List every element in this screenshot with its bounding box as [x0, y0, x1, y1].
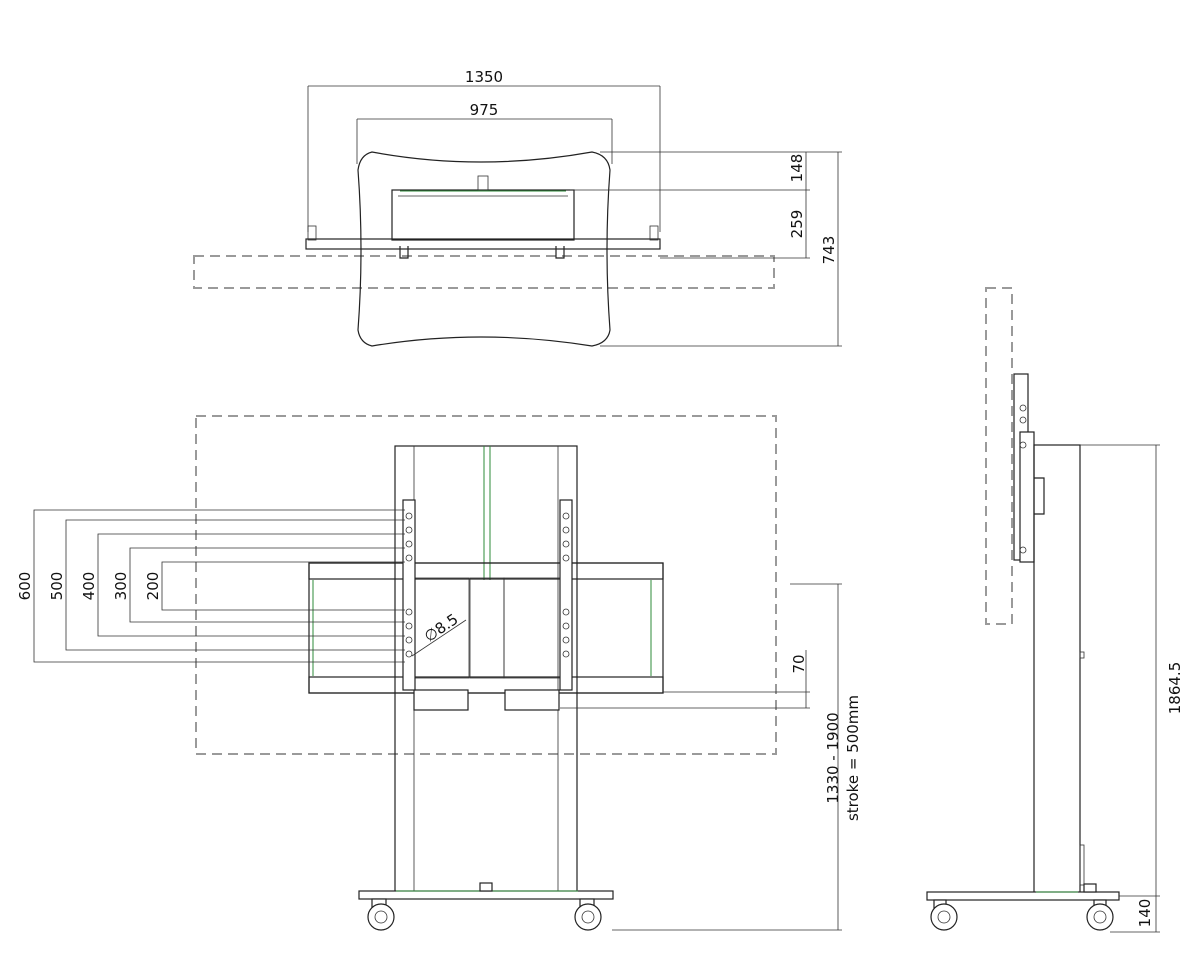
front-view-mount-frame	[308, 562, 664, 694]
dim-stroke: stroke = 500mm	[844, 695, 862, 821]
top-view-head-box	[391, 189, 575, 241]
front-view-bracket-left	[402, 499, 416, 691]
dim-total-height: 1864.5	[1166, 662, 1184, 715]
vesa-dim-200: 200	[144, 572, 162, 601]
side-view-wheel-right	[1086, 899, 1114, 931]
front-view-screen-outline	[195, 415, 777, 755]
dim-height-range: 1330 - 1900	[824, 712, 842, 803]
top-view-rail	[305, 238, 661, 250]
dim-inner-width: 975	[470, 101, 499, 119]
top-view: 1350 975 148 259 743	[193, 68, 842, 347]
front-view-bracket-right	[559, 499, 573, 691]
vesa-dim-600: 600	[16, 572, 34, 601]
front-view: 600 500 400 300 200 ∅8.5 70 1330 - 1900 …	[16, 415, 862, 931]
dim-overall-width: 1350	[465, 68, 503, 86]
vesa-dim-500: 500	[48, 572, 66, 601]
top-view-screen-outline	[193, 255, 775, 289]
side-view: 1864.5 140	[926, 287, 1184, 933]
dim-depth-148: 148	[788, 154, 806, 183]
front-view-base	[358, 890, 614, 900]
vesa-dim-300: 300	[112, 572, 130, 601]
vesa-dim-400: 400	[80, 572, 98, 601]
hole-diameter-label: ∅8.5	[421, 610, 462, 646]
dim-depth-259: 259	[788, 210, 806, 239]
side-view-wheel-left	[930, 899, 958, 931]
front-view-wheel-right	[574, 898, 602, 931]
dim-base-140: 140	[1136, 899, 1154, 928]
front-view-column	[394, 445, 578, 893]
front-view-wheel-left	[367, 898, 395, 931]
dim-depth-743: 743	[820, 236, 838, 265]
side-view-column	[1033, 444, 1081, 894]
dim-rail-70: 70	[790, 654, 808, 673]
side-view-screen-outline	[985, 287, 1013, 625]
side-view-base	[926, 891, 1120, 901]
top-view-base-plate	[357, 151, 611, 347]
